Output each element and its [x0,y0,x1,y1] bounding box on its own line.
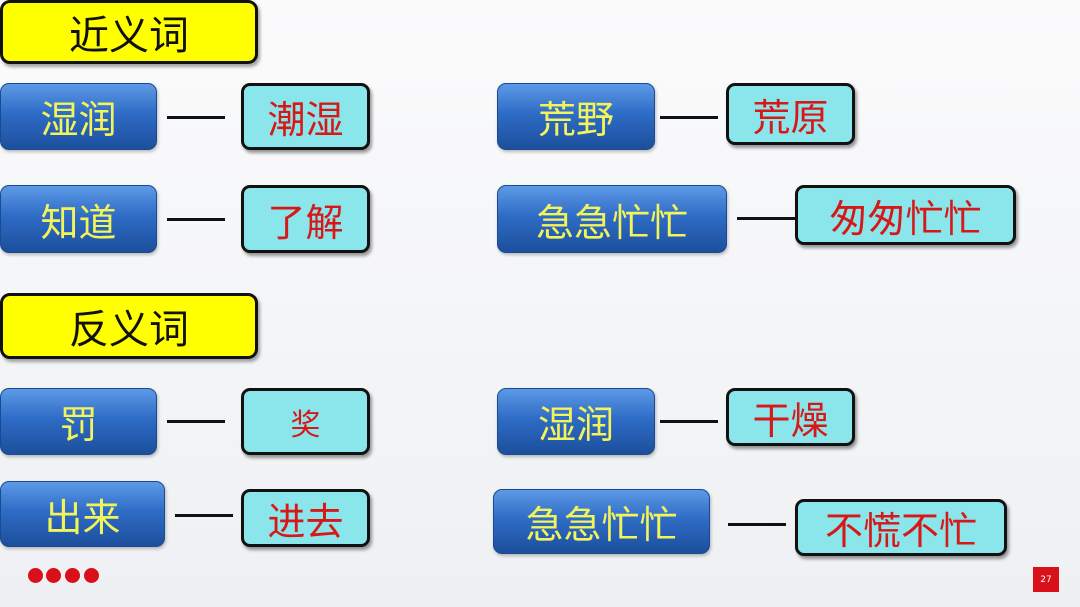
antonym-word: 急急忙忙 [493,489,710,554]
synonym-word: 荒野 [497,83,655,150]
synonym-word: 湿润 [0,83,157,150]
antonym-word: 罚 [0,388,157,455]
connector-line [167,116,225,119]
synonym-match: 荒原 [726,83,855,145]
antonym-match: 干燥 [726,388,855,446]
synonym-word: 急急忙忙 [497,185,727,253]
connector-line [728,523,786,526]
antonym-match: 不慌不忙 [795,499,1007,556]
synonym-word: 知道 [0,185,157,253]
antonym-word: 湿润 [497,388,655,455]
connector-line [660,420,718,423]
connector-line [737,217,795,220]
synonyms-header: 近义词 [0,0,258,64]
antonyms-header: 反义词 [0,293,258,359]
decorative-dot [65,568,80,583]
synonym-match: 潮湿 [241,83,370,150]
synonym-match: 匆匆忙忙 [795,185,1016,245]
synonym-match: 了解 [241,185,370,253]
decorative-dot [84,568,99,583]
decorative-dot [46,568,61,583]
connector-line [167,218,225,221]
decorative-dot [28,568,43,583]
connector-line [167,420,225,423]
connector-line [175,514,233,517]
antonym-match: 奖 [241,388,370,455]
antonym-word: 出来 [0,481,165,547]
page-number: 27 [1033,567,1059,592]
antonym-match: 进去 [241,489,370,547]
connector-line [660,116,718,119]
